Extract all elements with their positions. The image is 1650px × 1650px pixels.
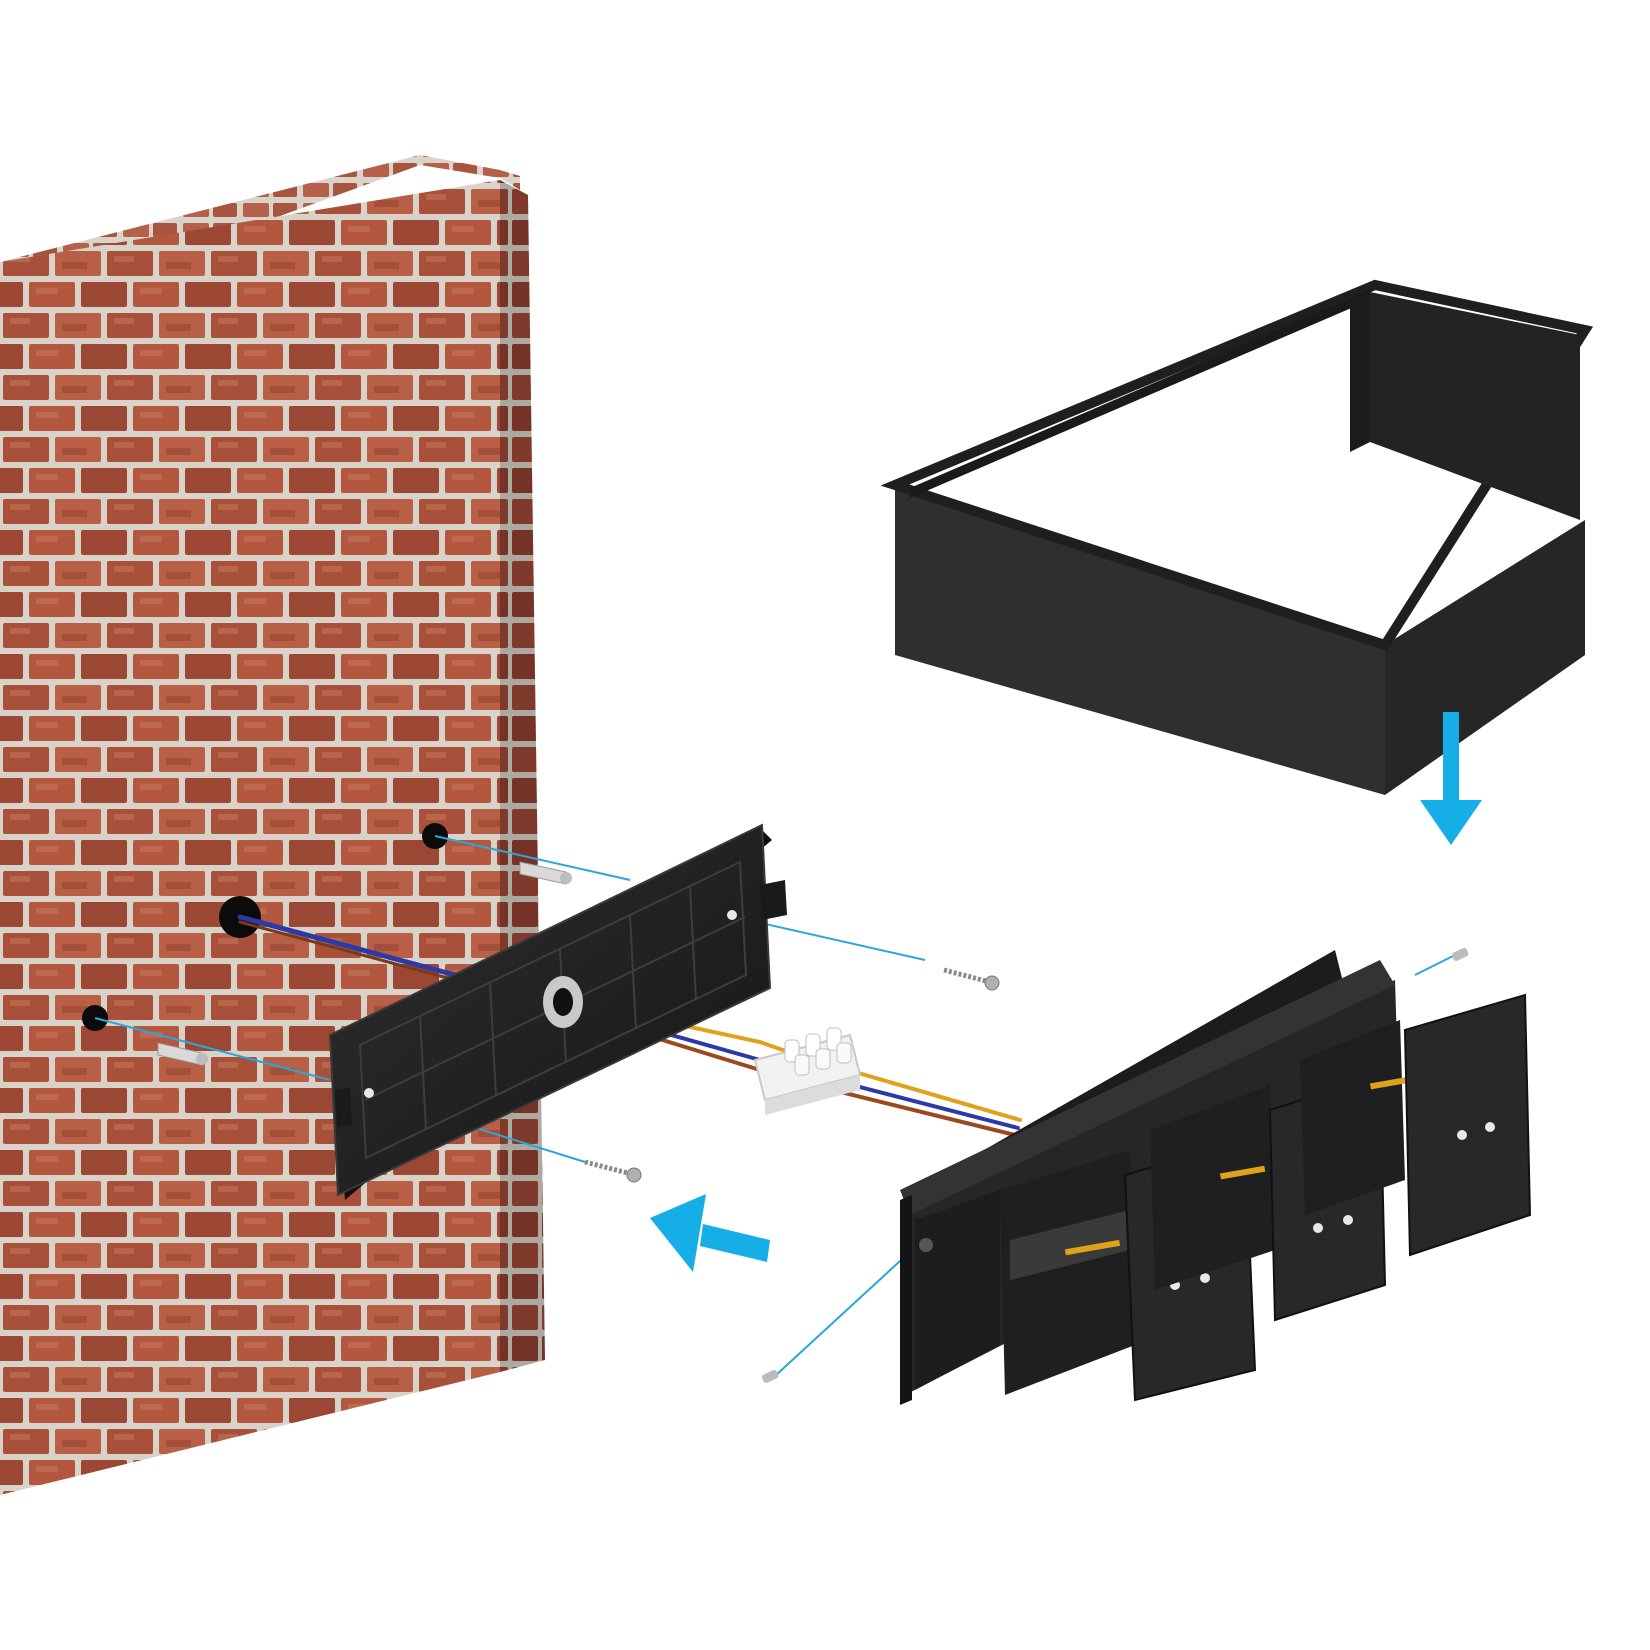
- lamp-body: [900, 950, 1532, 1405]
- shade-front: [895, 485, 1385, 795]
- set-screw-bottom: [762, 1369, 779, 1383]
- light-module-3: [1300, 993, 1532, 1257]
- body-set-screw-hole: [919, 1238, 933, 1252]
- plate-screw-hole-left: [364, 1088, 374, 1098]
- mounting-screw-right: [943, 967, 1000, 991]
- blue-wire: [237, 914, 458, 978]
- mounting-plate: [328, 823, 787, 1200]
- lamp-shade: [880, 279, 1594, 795]
- body-to-wall-arrow: [650, 1194, 770, 1272]
- plate-screw-hole-right: [727, 910, 737, 920]
- shade-right: [1385, 520, 1585, 795]
- shade-top-rim: [880, 279, 1594, 651]
- module-3-face: [1403, 993, 1532, 1257]
- mounting-screw-left: [584, 1159, 642, 1183]
- wall-anchor-bottom: [157, 1042, 208, 1066]
- shade-inner-back: [910, 290, 1370, 498]
- wall-anchor-top: [519, 861, 572, 885]
- body-flange: [900, 960, 1395, 1215]
- shade-down-arrow: [1420, 712, 1482, 845]
- wall-top-face: [0, 155, 520, 318]
- terminal-block-connector: [753, 1027, 862, 1115]
- set-screw-top: [1452, 947, 1469, 961]
- brick-wall: [0, 155, 545, 1495]
